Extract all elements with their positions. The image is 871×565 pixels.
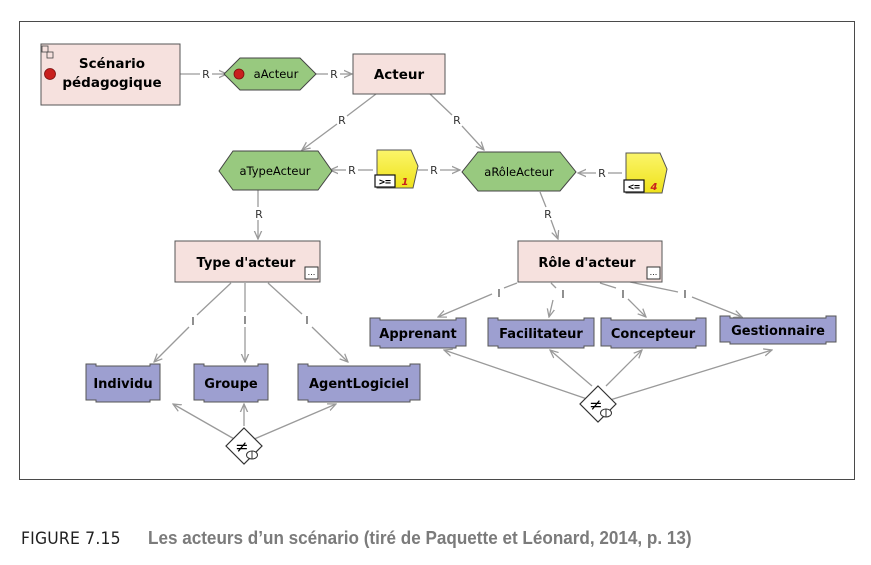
link-disjoint1-individu xyxy=(173,404,237,441)
link-type-agent-b xyxy=(311,326,348,362)
link-role-apprenant-b xyxy=(438,293,493,317)
link-label-r: R xyxy=(338,114,346,127)
expand-icon xyxy=(41,45,54,59)
agentlogiciel-label: AgentLogiciel xyxy=(309,377,409,392)
link-label-i: I xyxy=(683,288,686,301)
groupe-label: Groupe xyxy=(204,377,258,392)
link-disjoint2-facilitateur xyxy=(550,350,593,387)
ellipsis-icon: ... xyxy=(646,266,661,280)
link-label-r: R xyxy=(598,167,606,180)
link-label-r: R xyxy=(255,208,263,221)
link-label-i: I xyxy=(561,288,564,301)
link-label-i: I xyxy=(305,314,308,327)
constraint-max: <= 4 xyxy=(623,152,668,194)
link-role-facilitateur-a xyxy=(550,282,557,289)
figure-caption: FIGURE 7.15 Les acteurs d’un scénario (t… xyxy=(21,528,720,549)
svg-text:...: ... xyxy=(650,268,658,277)
role-acteur-label: Rôle d'acteur xyxy=(538,256,636,271)
node-aroleacteur: aRôleActeur xyxy=(461,151,577,192)
node-atypeacteur: aTypeActeur xyxy=(218,150,333,191)
link-role-facilitateur-b xyxy=(549,299,553,317)
instance-agentlogiciel: AgentLogiciel xyxy=(297,363,421,403)
link-acteur-atype-a xyxy=(346,93,377,117)
facilitateur-label: Facilitateur xyxy=(499,327,583,342)
link-label-i: I xyxy=(191,315,194,328)
link-label-r: R xyxy=(202,68,210,81)
link-label-i: I xyxy=(243,314,246,327)
link-type-individu-b xyxy=(154,326,190,362)
individu-label: Individu xyxy=(93,377,152,392)
link-type-individu-a xyxy=(196,282,232,316)
link-disjoint2-gestionnaire xyxy=(609,350,772,401)
disjoint-symbol: ≠ xyxy=(589,395,602,414)
link-label-r: R xyxy=(348,164,356,177)
node-aacteur: aActeur xyxy=(223,57,317,91)
link-disjoint2-apprenant xyxy=(444,350,591,401)
gestionnaire-label: Gestionnaire xyxy=(731,324,825,339)
node-type-acteur: Type d'acteur ... xyxy=(174,240,321,283)
link-role-gestionnaire-b xyxy=(691,296,742,317)
disjoint-symbol: ≠ xyxy=(235,437,248,456)
constraint-min-value: 1 xyxy=(402,177,409,188)
diagram-frame: R R R R R R R R R I I I I I I I Scénario… xyxy=(19,21,855,480)
link-arole-role-a xyxy=(539,191,547,208)
link-role-concepteur-b xyxy=(627,298,646,317)
apprenant-label: Apprenant xyxy=(379,327,456,342)
svg-text:...: ... xyxy=(308,268,316,277)
scenario-label-2: pédagogique xyxy=(62,75,161,91)
link-acteur-atype-b xyxy=(302,123,338,150)
node-acteur: Acteur xyxy=(352,53,446,95)
atypeacteur-label: aTypeActeur xyxy=(239,164,310,178)
link-acteur-arole-b xyxy=(461,125,484,150)
link-role-apprenant-a xyxy=(503,282,518,289)
marker-red-icon xyxy=(44,68,56,80)
instance-individu: Individu xyxy=(85,363,161,403)
link-acteur-arole-a xyxy=(429,93,453,116)
instance-concepteur: Concepteur xyxy=(600,317,707,349)
link-disjoint1-agent xyxy=(251,404,336,441)
constraint-max-operator: <= xyxy=(628,182,640,193)
link-role-gestionnaire-a xyxy=(629,281,679,293)
link-label-r: R xyxy=(453,114,461,127)
node-role-acteur: Rôle d'acteur ... xyxy=(517,240,663,283)
diagram-canvas: R R R R R R R R R I I I I I I I Scénario… xyxy=(40,43,837,465)
figure-number: FIGURE 7.15 xyxy=(21,529,121,549)
figure-title: Les acteurs d’un scénario (tiré de Paque… xyxy=(147,528,692,548)
scenario-label-1: Scénario xyxy=(79,56,145,72)
link-label-r: R xyxy=(544,208,552,221)
ellipsis-icon: ... xyxy=(304,266,319,280)
link-disjoint2-concepteur xyxy=(605,350,642,387)
concepteur-label: Concepteur xyxy=(611,327,696,342)
constraint-min-operator: >= xyxy=(379,177,391,188)
constraint-max-value: 4 xyxy=(650,182,658,193)
instance-facilitateur: Facilitateur xyxy=(487,317,595,349)
aroleacteur-label: aRôleActeur xyxy=(484,165,554,179)
link-label-r: R xyxy=(330,68,338,81)
constraint-min: >= 1 xyxy=(374,149,419,189)
link-type-agent-a xyxy=(267,282,303,315)
type-acteur-label: Type d'acteur xyxy=(197,256,296,271)
marker-red-icon xyxy=(233,68,245,80)
link-label-r: R xyxy=(430,164,438,177)
instance-gestionnaire: Gestionnaire xyxy=(719,315,837,345)
link-arole-role-b xyxy=(550,219,558,239)
link-label-i: I xyxy=(497,287,500,300)
instance-apprenant: Apprenant xyxy=(369,317,467,349)
node-scenario: Scénario pédagogique xyxy=(40,43,181,106)
acteur-label: Acteur xyxy=(374,67,425,83)
aacteur-label: aActeur xyxy=(254,67,299,81)
disjoint-icon: ≠ xyxy=(225,427,263,465)
link-role-concepteur-a xyxy=(599,282,617,289)
instance-groupe: Groupe xyxy=(193,363,269,403)
disjoint-icon: ≠ xyxy=(579,385,617,423)
link-label-i: I xyxy=(621,288,624,301)
